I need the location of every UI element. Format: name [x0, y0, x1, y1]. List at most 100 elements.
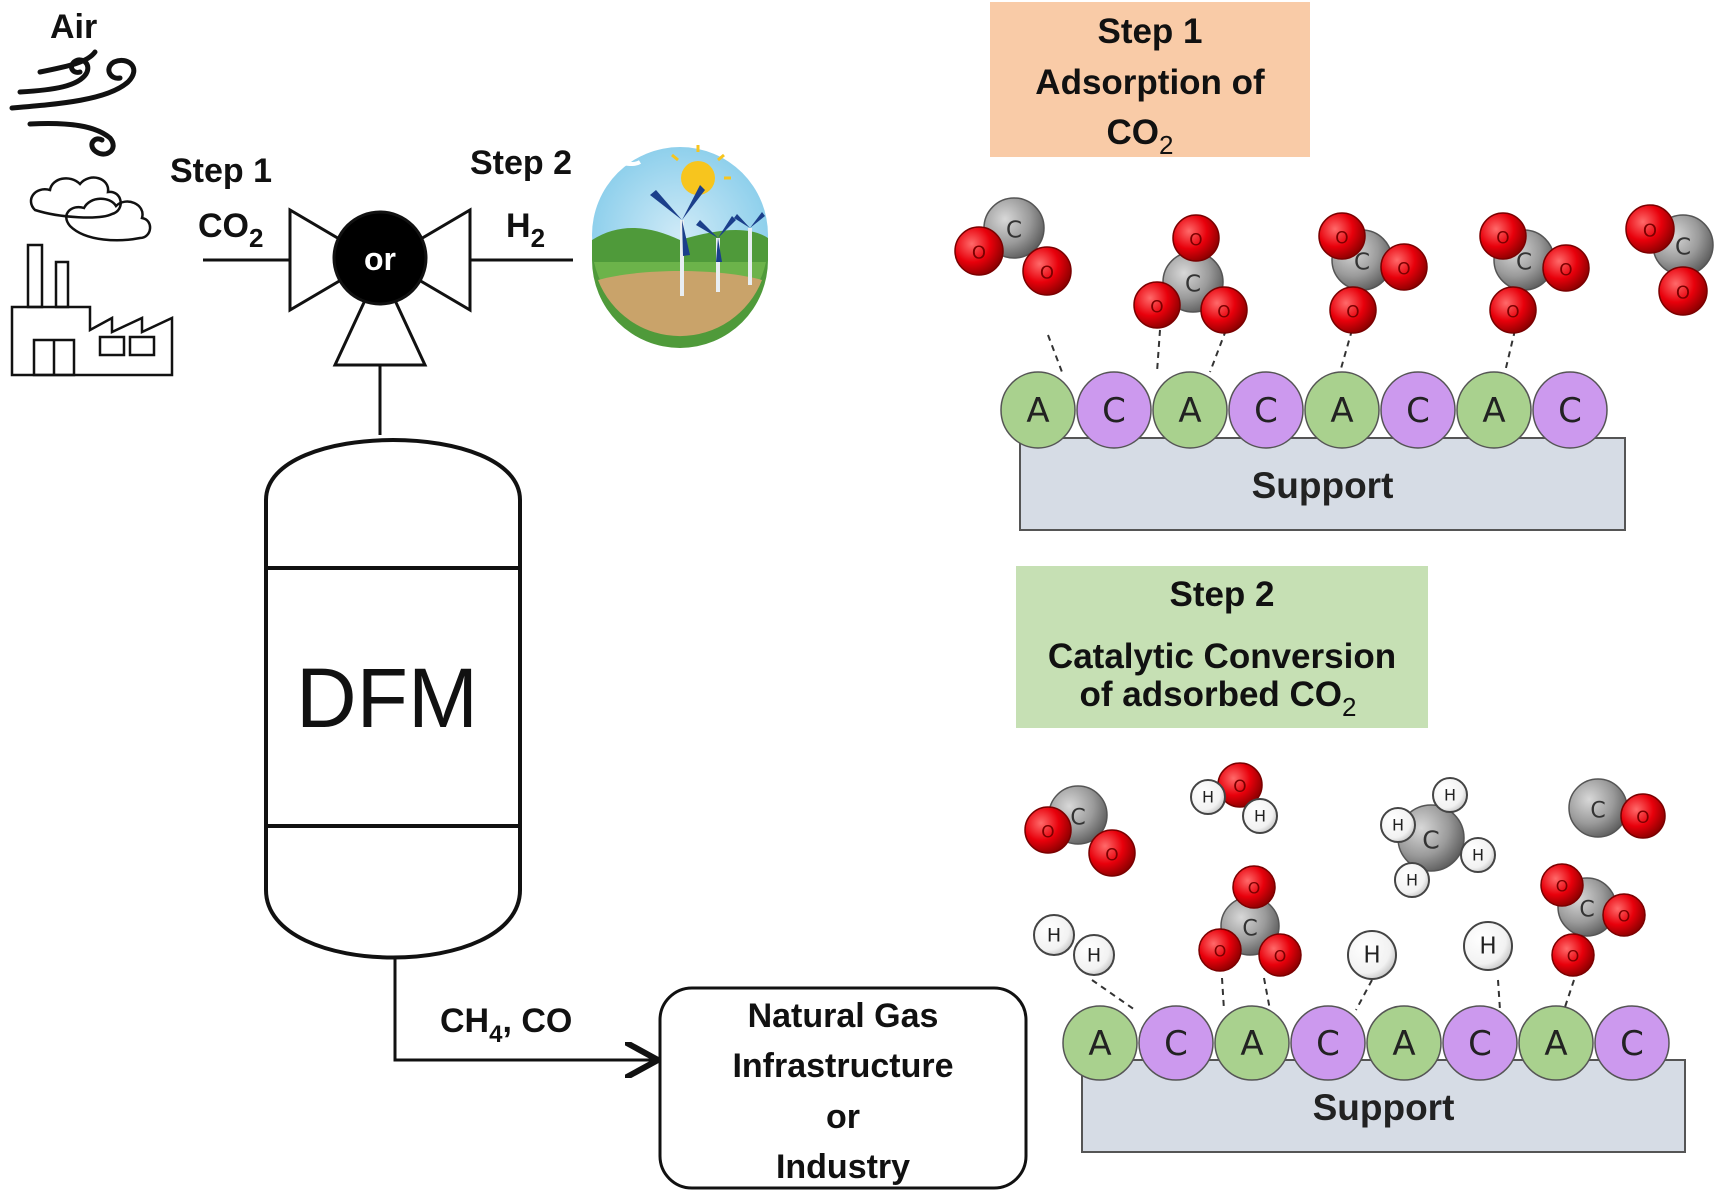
- atom-o: O: [1479, 212, 1527, 260]
- step1-inlet-label: Step 1: [170, 152, 272, 190]
- atom-h: H: [1432, 777, 1468, 813]
- dfm-reactor: [264, 438, 522, 960]
- site-letter: A: [1240, 1024, 1263, 1064]
- atom-h: H: [1033, 914, 1075, 956]
- site-letter: C: [1164, 1024, 1188, 1064]
- atom-symbol: H: [1392, 815, 1404, 834]
- reactor-label: DFM: [296, 651, 478, 745]
- site-letter: C: [1468, 1024, 1492, 1064]
- adsorption-bond: [1504, 329, 1516, 373]
- atom-symbol: O: [1496, 228, 1509, 248]
- atom-o: O: [1200, 286, 1248, 334]
- atom-symbol: O: [1335, 228, 1348, 248]
- atom-o: O: [1258, 933, 1302, 977]
- atom-symbol: O: [972, 243, 986, 264]
- product-gas-label: CH4, CO: [440, 1002, 572, 1048]
- site-letter: C: [1102, 391, 1126, 431]
- atom-h: H: [1460, 837, 1496, 873]
- water-molecule: OH H: [1190, 762, 1278, 834]
- adsorption-bond: [1209, 329, 1227, 373]
- atom-h: H: [1380, 807, 1416, 843]
- atom-symbol: C: [1516, 250, 1532, 276]
- atom-o: O: [1489, 286, 1537, 334]
- atom-symbol: H: [1202, 787, 1214, 806]
- atom-o: O: [954, 226, 1004, 276]
- atom-symbol: O: [1559, 260, 1572, 280]
- valve-or-label: or: [364, 241, 396, 277]
- atom-h: H: [1463, 921, 1513, 971]
- co-text: , CO: [502, 1002, 572, 1040]
- atom-symbol: H: [1087, 944, 1101, 966]
- atom-o: O: [1658, 266, 1708, 316]
- atom-symbol: O: [1105, 845, 1118, 865]
- atom-o: O: [1133, 281, 1181, 329]
- step2-co-subscript: 2: [1342, 692, 1356, 722]
- adsorption-bond: [1563, 979, 1575, 1011]
- site-letter: A: [1392, 1024, 1415, 1064]
- atom-symbol: C: [1242, 916, 1257, 941]
- step1-title-line3: CO2: [1107, 113, 1174, 160]
- site-letter: A: [1482, 391, 1505, 431]
- atom-symbol: H: [1047, 924, 1061, 946]
- step1-co-subscript: 2: [1159, 130, 1173, 160]
- atom-symbol: O: [1248, 879, 1261, 898]
- co2-molecule: COO: [954, 197, 1072, 296]
- atom-o: O: [1318, 212, 1366, 260]
- atom-symbol: O: [1040, 263, 1054, 284]
- atom-symbol: H: [1406, 870, 1418, 889]
- destination-box: [658, 986, 1028, 1190]
- atom-symbol: H: [1363, 943, 1380, 969]
- step2-title-line2: Catalytic Conversion: [1048, 637, 1396, 676]
- three-way-valve: [203, 207, 573, 435]
- atom-o: O: [1542, 244, 1590, 292]
- atom-symbol: O: [1150, 297, 1163, 317]
- atom-o: O: [1172, 214, 1220, 262]
- h2-text: H: [506, 207, 531, 245]
- destination-line-2: Infrastructure: [732, 1047, 953, 1085]
- atom-symbol: C: [1354, 250, 1370, 276]
- site-letter: C: [1620, 1024, 1644, 1064]
- step2-inlet-gas: H2: [506, 207, 545, 253]
- atom-o: O: [1022, 246, 1072, 296]
- step1-title-box: [990, 2, 1310, 157]
- step2-site-c: C: [1138, 1005, 1214, 1081]
- wind-icon: [9, 49, 137, 157]
- step2-site-a: A: [1062, 1005, 1138, 1081]
- step1-site-a: A: [1304, 371, 1380, 449]
- step1-support-label: Support: [1252, 465, 1394, 506]
- atom-o: O: [1620, 793, 1666, 839]
- step1-support-slab: [1019, 437, 1626, 531]
- atom-symbol: O: [1274, 947, 1287, 966]
- adsorption-bond: [1355, 979, 1373, 1011]
- co2-subscript: 2: [249, 223, 263, 253]
- adsorption-bond: [1221, 977, 1225, 1011]
- step2-site-c: C: [1442, 1005, 1518, 1081]
- ch4-subscript: 4: [489, 1021, 503, 1048]
- atom-h: H: [1394, 862, 1430, 898]
- step1-title-line2: Adsorption of: [1035, 63, 1265, 102]
- atom-h: H: [1190, 779, 1226, 815]
- atom-o: O: [1024, 806, 1072, 854]
- renewable-energy-icon: [592, 145, 768, 348]
- outlet-arrow: [393, 958, 655, 1060]
- atom-symbol: O: [1397, 259, 1410, 279]
- co2-molecule: COO: [1625, 204, 1714, 316]
- atom-symbol: O: [1506, 302, 1519, 322]
- atom-symbol: O: [1676, 283, 1690, 304]
- atom-symbol: O: [1556, 877, 1569, 896]
- atom-c: C: [1568, 778, 1628, 838]
- atom-symbol: C: [1185, 272, 1201, 298]
- step2-site-a: A: [1214, 1005, 1290, 1081]
- atom-h: H: [1347, 930, 1397, 980]
- step2-title-box: [1016, 566, 1428, 728]
- atom-o: O: [1217, 762, 1263, 808]
- step2-site-a: A: [1518, 1005, 1594, 1081]
- atom-symbol: H: [1254, 806, 1266, 825]
